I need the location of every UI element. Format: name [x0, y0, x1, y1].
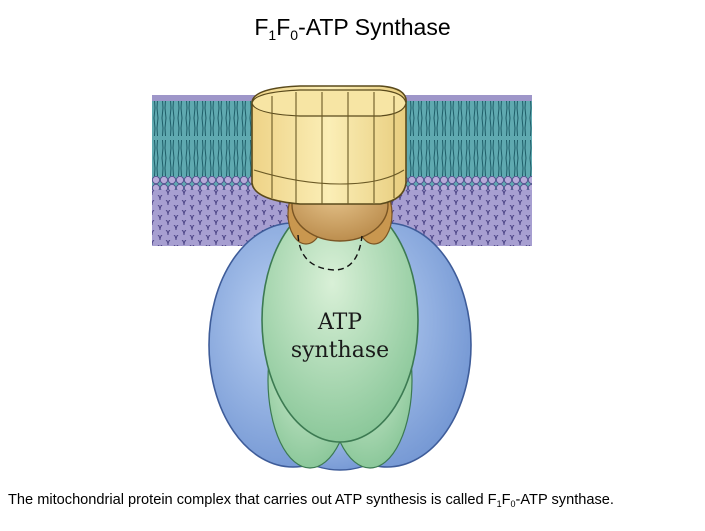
title-subscript-1: 1	[268, 27, 277, 43]
f0-barrel-staves	[271, 92, 395, 204]
atp-synthase-label-line1: ATP	[317, 310, 362, 335]
caption-text-f: F	[501, 492, 511, 508]
f0-barrel-lower-rim	[253, 169, 405, 185]
f0-barrel-top	[251, 89, 407, 117]
figure-caption: The mitochondrial protein complex that c…	[8, 492, 705, 509]
caption-text-main: The mitochondrial protein complex that c…	[8, 492, 497, 508]
atp-synthase-label-line2: synthase	[291, 338, 389, 363]
caption-text-end: -ATP synthase.	[515, 492, 614, 508]
title-text-f2: F	[276, 14, 291, 40]
title-subscript-0: 0	[290, 27, 299, 43]
stalk-hidden-outline	[297, 234, 363, 271]
caption-subscript-1: 1	[496, 499, 502, 509]
f0-barrel	[251, 85, 407, 205]
caption-subscript-0: 0	[510, 499, 516, 509]
title-text-atp-synthase: -ATP Synthase	[298, 14, 451, 40]
page-title: F1F0-ATP Synthase	[0, 14, 705, 43]
title-text-f: F	[254, 14, 269, 40]
green-subunits	[261, 197, 419, 469]
